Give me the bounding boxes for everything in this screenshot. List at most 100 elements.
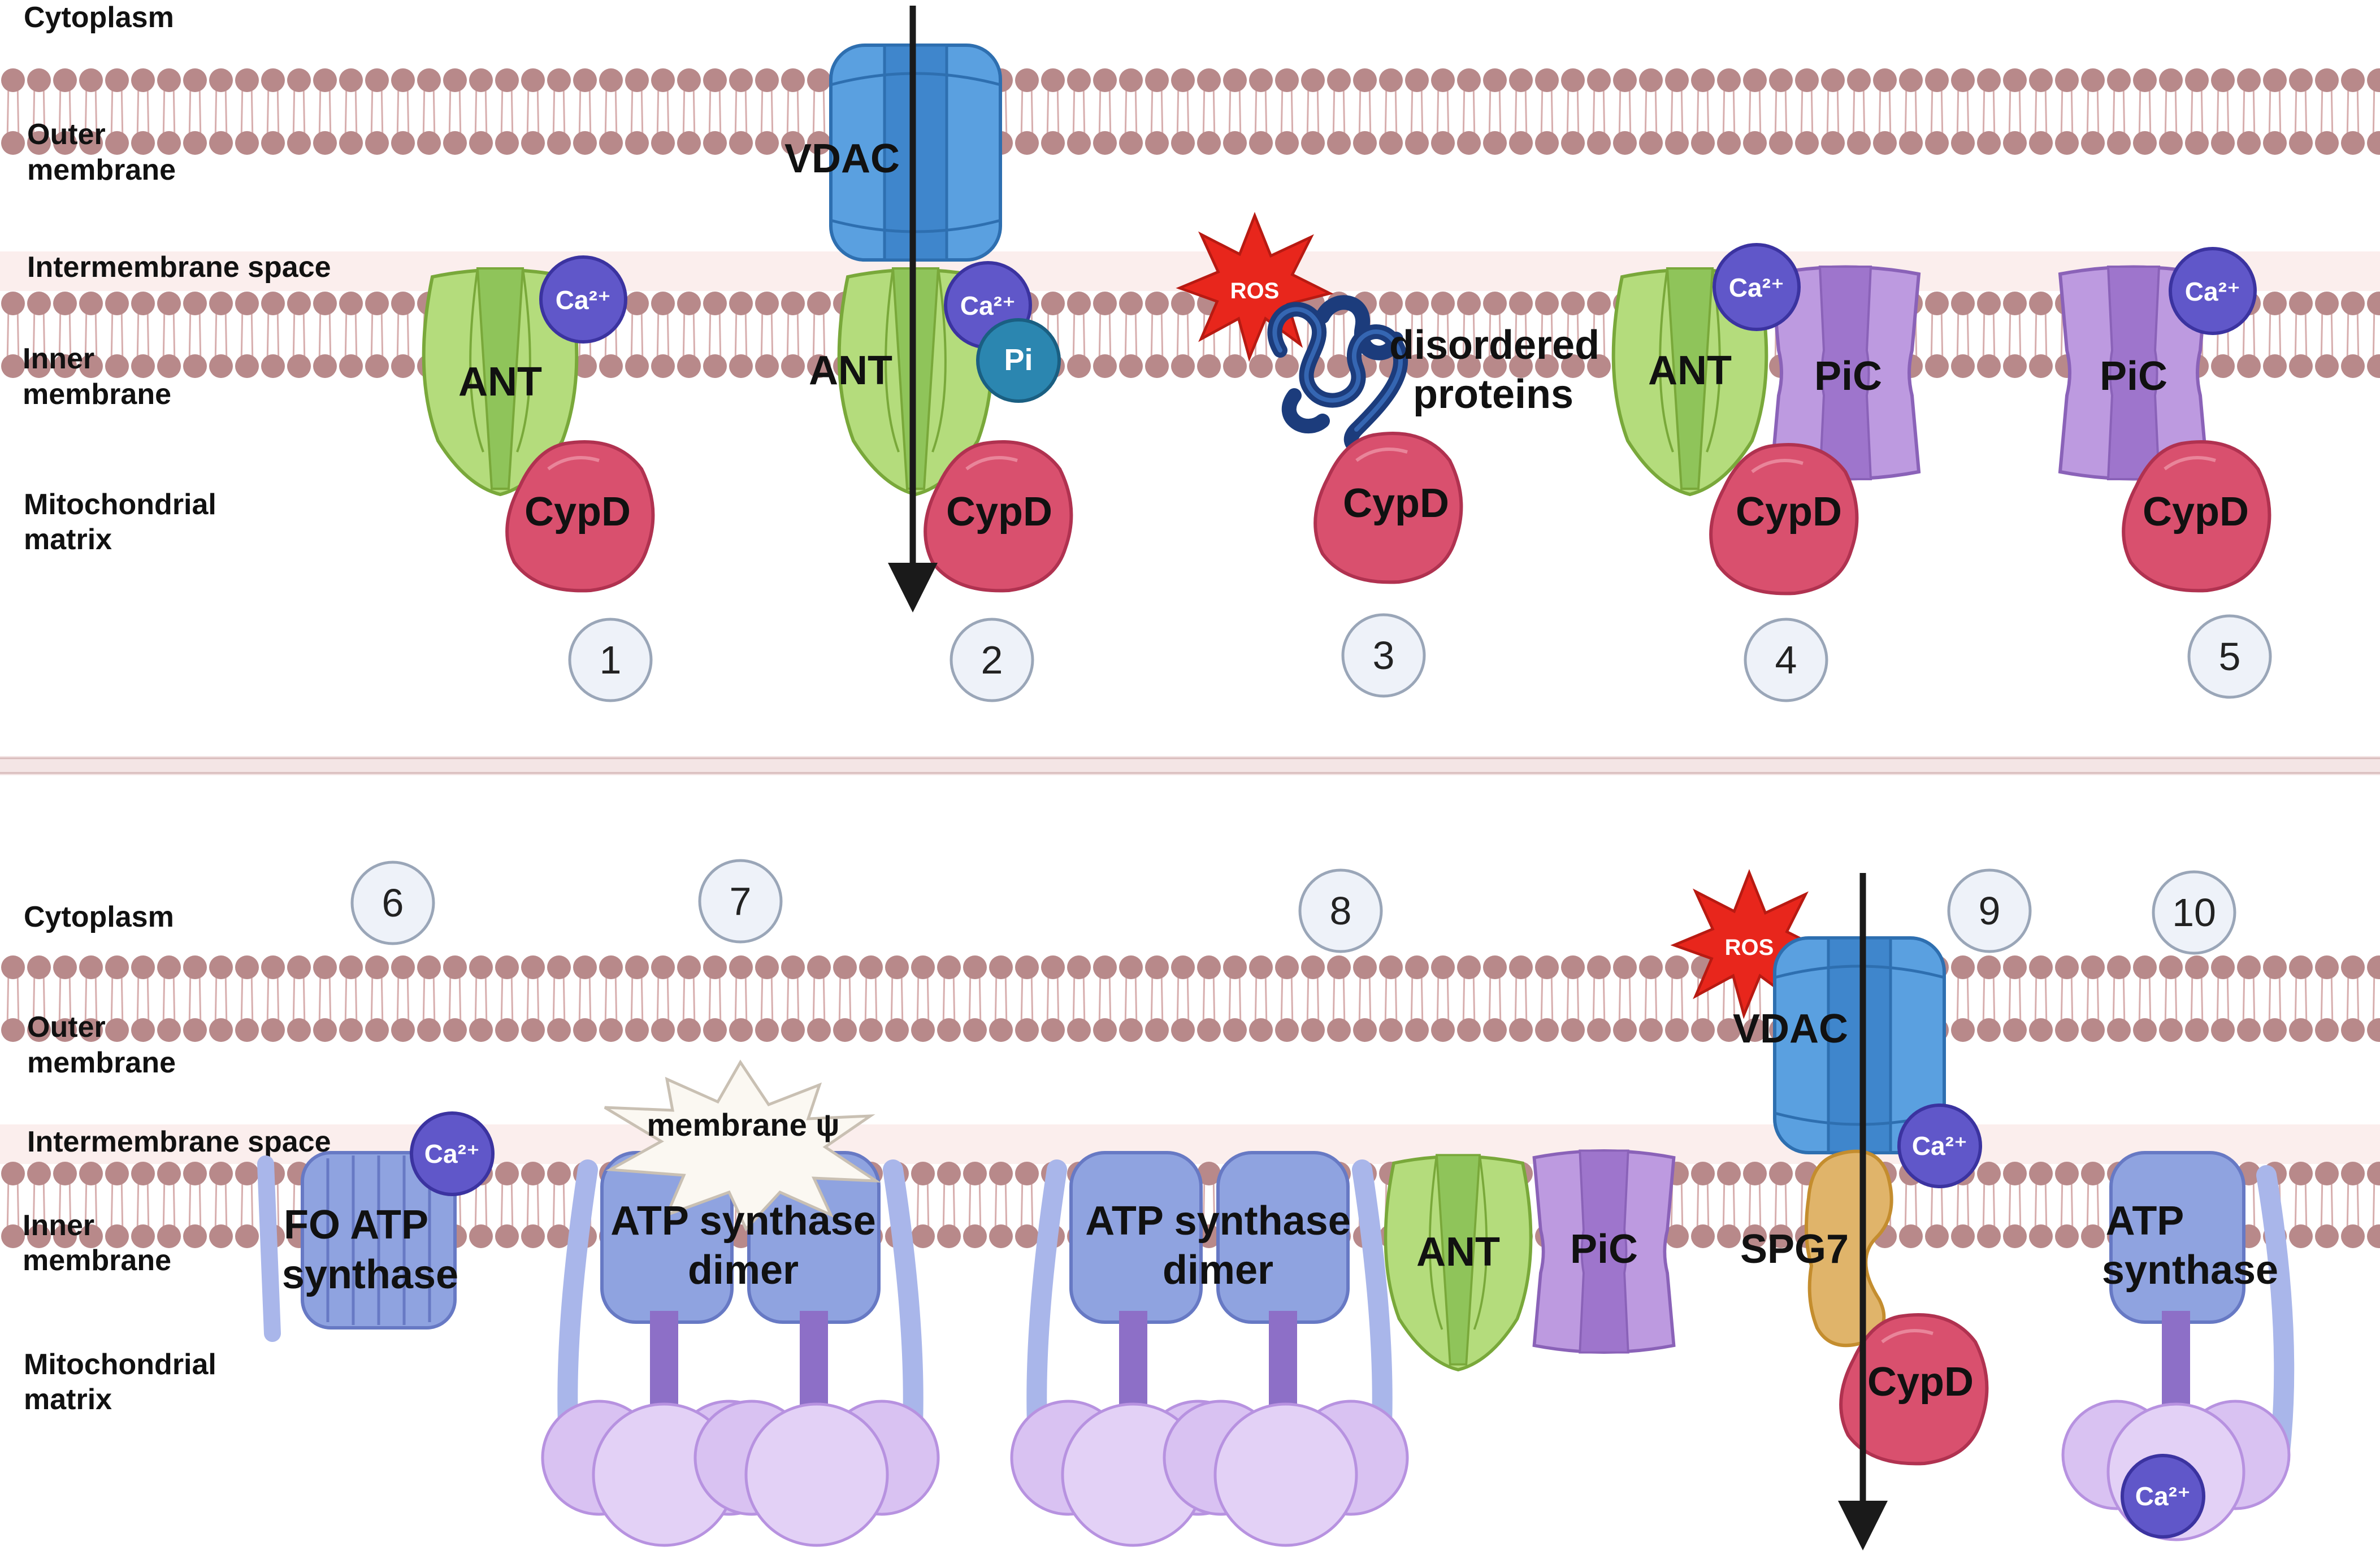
calcium-label: Ca²⁺ <box>1729 273 1784 302</box>
calcium-label: Ca²⁺ <box>2185 277 2240 306</box>
calcium-ion <box>2121 1454 2205 1539</box>
calcium-ion <box>1713 243 1801 331</box>
disordered-label-1: disordered <box>1389 323 1599 368</box>
calcium-ion <box>2169 247 2257 335</box>
model-badges: 1 2 3 4 5 6 7 8 9 10 <box>350 613 2272 955</box>
model-badge-3: 3 <box>1341 613 1426 698</box>
calcium-label: Ca²⁺ <box>2135 1482 2191 1511</box>
svg-text:7: 7 <box>730 879 752 923</box>
ant-label: ANT <box>1648 348 1732 393</box>
atp-synthase-dimer-label-2: dimer <box>1163 1248 1273 1293</box>
cypd-label: CypD <box>946 489 1052 535</box>
ros-label: ROS <box>1725 935 1774 960</box>
inner-membrane-label-1: Inner <box>23 1209 94 1242</box>
vdac-label: VDAC <box>1733 1006 1848 1052</box>
pic-label: PiC <box>2100 354 2167 399</box>
model-3: ROS disordered proteins CypD <box>1180 216 1599 583</box>
model-8: ATP synthase dimer ANT PiC <box>1010 1150 1674 1547</box>
model-4: ANT PiC CypD Ca²⁺ <box>1614 243 1919 593</box>
matrix-label-2: matrix <box>24 523 112 556</box>
phosphate-label: Pi <box>1004 343 1033 377</box>
ros-label: ROS <box>1230 279 1280 303</box>
membrane-potential-burst <box>604 1059 881 1232</box>
calcium-label: Ca²⁺ <box>556 285 611 315</box>
atp-synthase-label-2: synthase <box>2102 1248 2278 1293</box>
fo-atp-synthase-label-1: FO ATP <box>284 1202 428 1248</box>
disordered-label-2: proteins <box>1413 372 1573 417</box>
region-labels-bottom: Cytoplasm Outer membrane Intermembrane s… <box>23 901 331 1416</box>
membrane-potential-label: membrane ψ <box>647 1107 840 1142</box>
svg-text:1: 1 <box>600 638 622 682</box>
vdac-label: VDAC <box>784 136 900 181</box>
cypd-label: CypD <box>1867 1359 1974 1405</box>
intermembrane-space-label: Intermembrane space <box>27 251 331 284</box>
atp-synthase-label-1: ATP <box>2106 1198 2184 1244</box>
model-badge-2: 2 <box>950 618 1034 702</box>
svg-text:4: 4 <box>1775 638 1797 682</box>
matrix-label-1: Mitochondrial <box>24 1348 216 1381</box>
inner-membrane-top <box>1 292 2380 378</box>
cytoplasm-label: Cytoplasm <box>24 1 174 34</box>
phosphate-ion <box>976 318 1061 403</box>
cypd-label: CypD <box>1343 481 1449 526</box>
svg-text:6: 6 <box>382 881 404 925</box>
spg7-label: SPG7 <box>1740 1227 1849 1272</box>
svg-text:3: 3 <box>1373 633 1395 677</box>
outer-membrane-label-2: membrane <box>27 1046 176 1079</box>
atp-synthase-dimer-label-1: ATP synthase <box>610 1198 876 1244</box>
fo-atp-synthase-label-2: synthase <box>282 1252 458 1297</box>
calcium-ion <box>1897 1103 1982 1188</box>
atp-synthase-dimer-label-2: dimer <box>688 1248 799 1293</box>
outer-membrane-label-1: Outer <box>27 118 106 151</box>
svg-text:10: 10 <box>2172 890 2216 935</box>
model-1: ANT CypD Ca²⁺ <box>424 255 653 590</box>
model-7: membrane ψ ATP synthase dimer <box>541 1059 940 1547</box>
svg-text:8: 8 <box>1330 889 1352 933</box>
model-badge-8: 8 <box>1298 868 1383 953</box>
model-badge-5: 5 <box>2187 614 2272 699</box>
model-10: ATP synthase Ca²⁺ <box>2061 1151 2295 1541</box>
pic-label: PiC <box>1814 354 1882 399</box>
ant-label: ANT <box>458 359 542 405</box>
f1-head-right <box>1163 1400 1409 1547</box>
calcium-ion <box>410 1111 495 1196</box>
model-6: FO ATP synthase Ca²⁺ <box>257 1111 495 1342</box>
inner-membrane-label-2: membrane <box>23 1244 171 1277</box>
ant-label: ANT <box>809 348 892 393</box>
cytoplasm-label: Cytoplasm <box>24 901 174 933</box>
svg-text:9: 9 <box>1979 889 2001 933</box>
outer-membrane-label-2: membrane <box>27 154 176 186</box>
matrix-label-1: Mitochondrial <box>24 488 216 521</box>
panel-divider <box>0 756 2380 775</box>
calcium-ion <box>539 255 627 344</box>
svg-text:5: 5 <box>2219 635 2241 679</box>
model-badge-7: 7 <box>698 859 783 944</box>
svg-text:2: 2 <box>981 638 1003 682</box>
cypd-label: CypD <box>524 489 631 535</box>
f1-head-right <box>693 1400 940 1547</box>
calcium-label: Ca²⁺ <box>424 1139 480 1168</box>
pic-label: PiC <box>1570 1227 1638 1272</box>
atp-synthase-dimer-label-1: ATP synthase <box>1085 1198 1351 1244</box>
model-5: PiC CypD Ca²⁺ <box>2060 247 2269 590</box>
model-badge-9: 9 <box>1947 868 2032 953</box>
calcium-label: Ca²⁺ <box>1912 1131 1967 1161</box>
intermembrane-space-label: Intermembrane space <box>27 1126 331 1158</box>
model-badge-1: 1 <box>568 618 653 702</box>
model-badge-10: 10 <box>2152 870 2236 955</box>
ant-label: ANT <box>1416 1229 1500 1275</box>
inner-membrane-label-2: membrane <box>23 378 171 411</box>
membrane-bands <box>0 68 2380 1248</box>
cypd-label: CypD <box>1736 489 1842 535</box>
region-labels-top: Cytoplasm Outer membrane Intermembrane s… <box>23 1 331 556</box>
matrix-label-2: matrix <box>24 1383 112 1416</box>
cypd-label: CypD <box>2143 489 2249 535</box>
outer-membrane-label-1: Outer <box>27 1011 106 1044</box>
outer-membrane-bottom <box>1 955 2380 1042</box>
model-badge-4: 4 <box>1744 618 1828 702</box>
model-2: VDAC ANT CypD Ca²⁺ Pi <box>784 6 1071 612</box>
calcium-label: Ca²⁺ <box>960 291 1016 320</box>
model-badge-6: 6 <box>350 861 435 945</box>
stator-stalk <box>257 1155 281 1342</box>
